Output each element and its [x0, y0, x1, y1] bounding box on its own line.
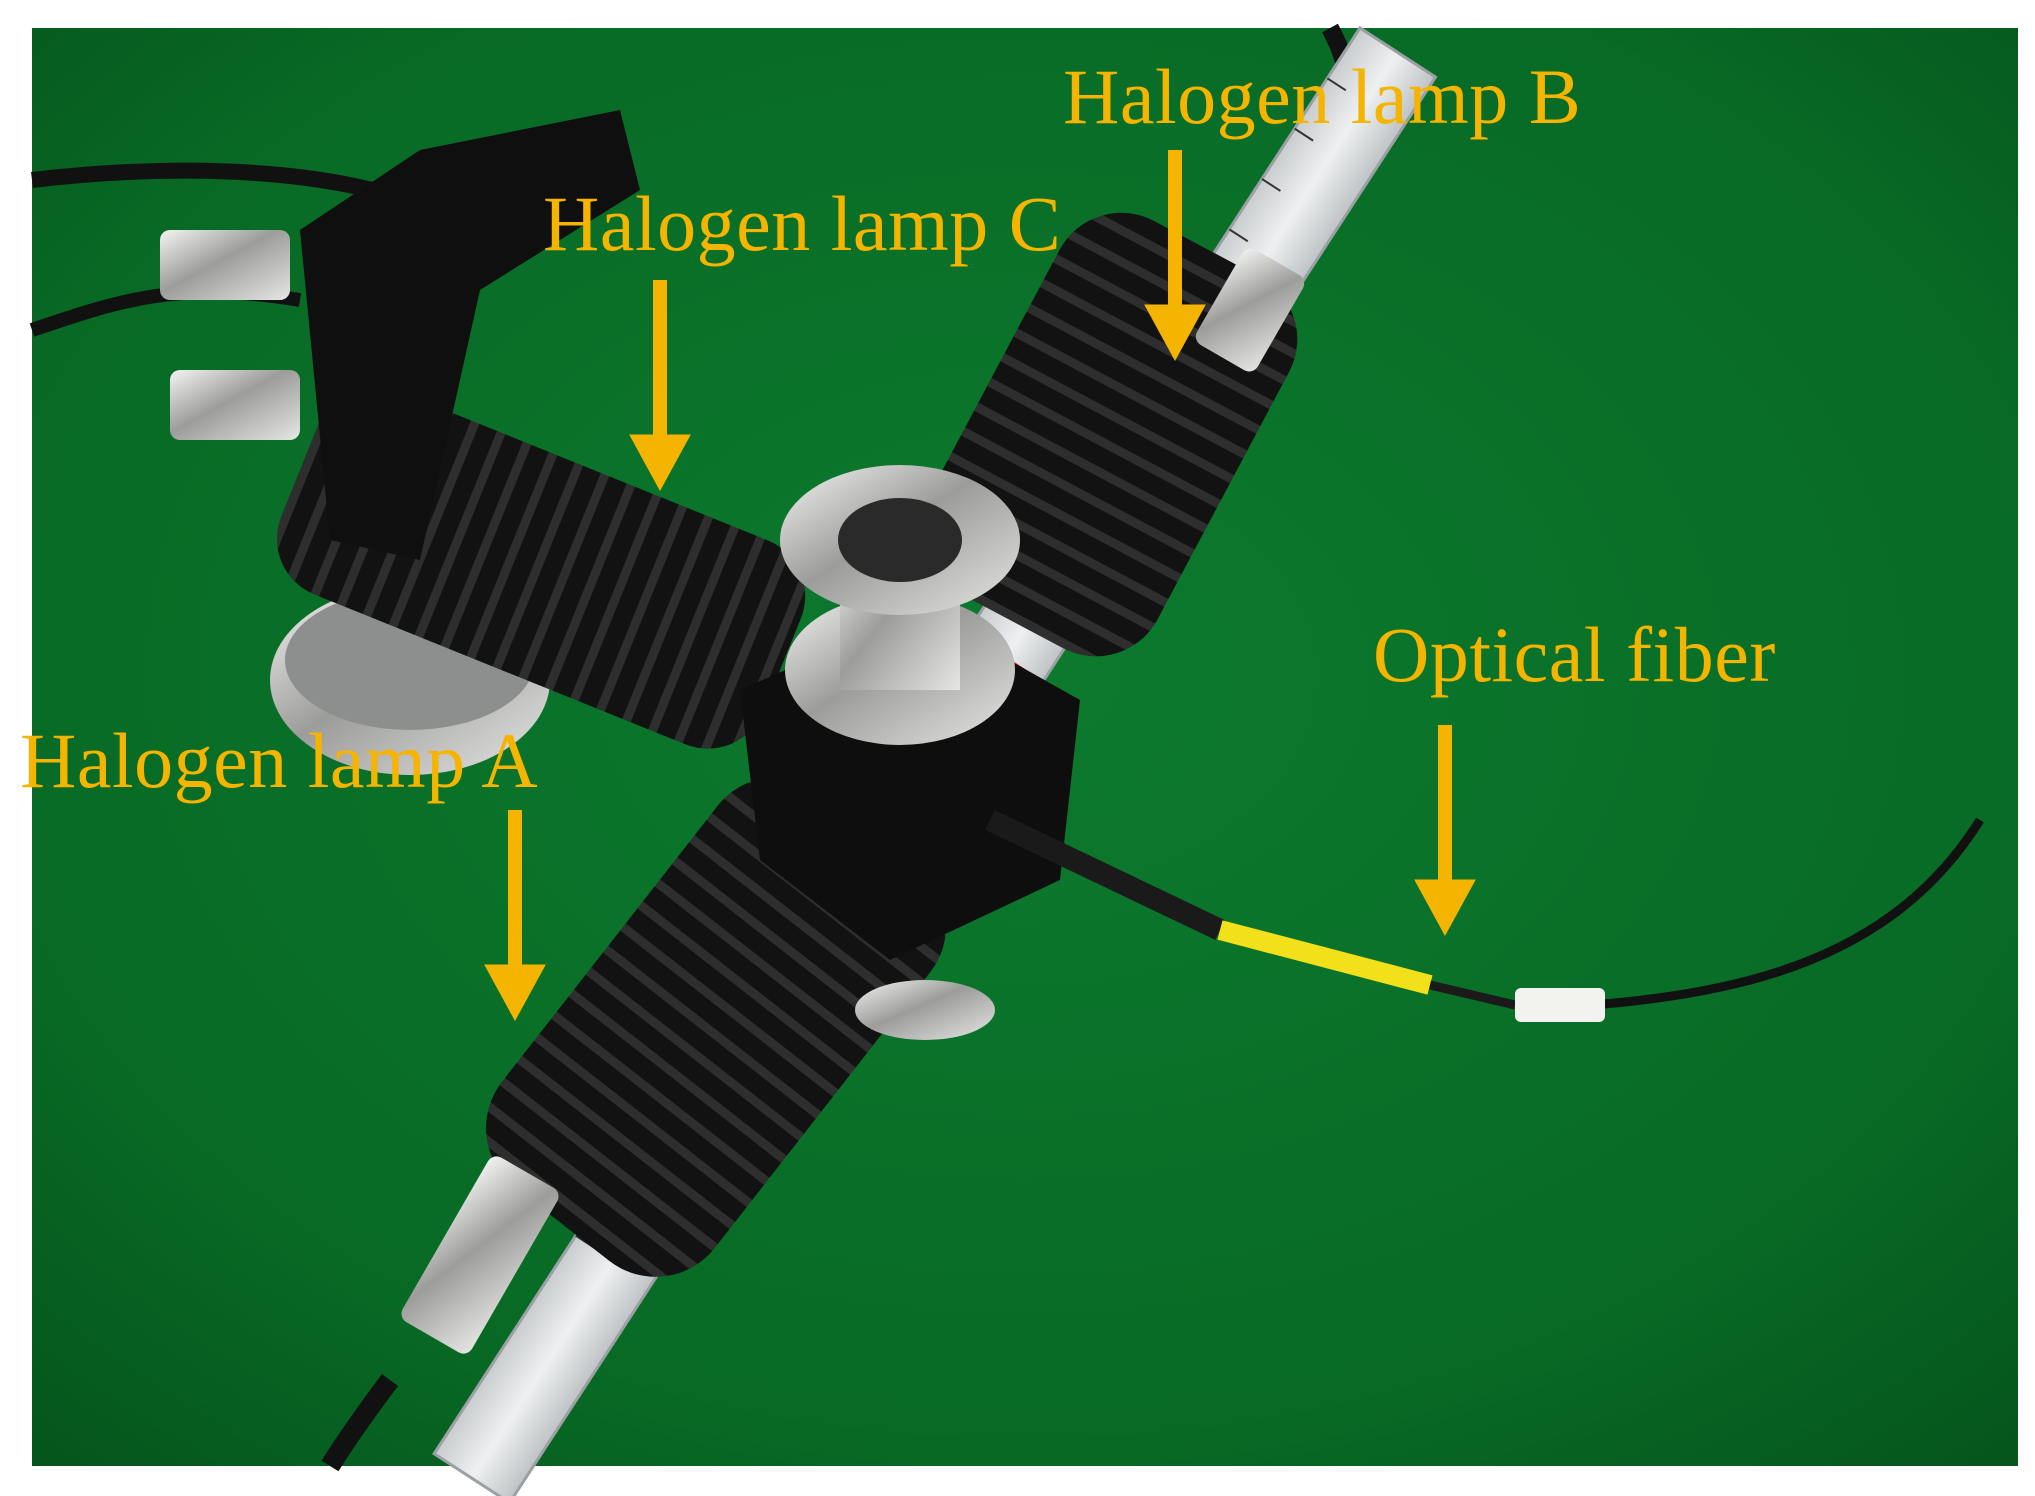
connector-lamp-a — [401, 1156, 559, 1354]
fiber-connector — [985, 810, 1605, 1022]
label-halogen-lamp-c: Halogen lamp C — [543, 180, 1062, 267]
center-block — [740, 465, 1080, 1040]
bracket — [300, 110, 640, 560]
down-arrow-icon — [1144, 150, 1206, 362]
label-halogen-lamp-b: Halogen lamp B — [1063, 53, 1582, 140]
cable-a — [321, 1374, 399, 1472]
down-arrow-icon — [1414, 725, 1476, 937]
down-arrow-icon — [629, 280, 691, 492]
label-halogen-lamp-a: Halogen lamp A — [20, 717, 539, 804]
down-arrow-icon — [484, 810, 546, 1022]
connector-lamp-c — [160, 230, 300, 440]
label-optical-fiber: Optical fiber — [1373, 611, 1776, 698]
connector-lamp-b — [1195, 248, 1305, 372]
